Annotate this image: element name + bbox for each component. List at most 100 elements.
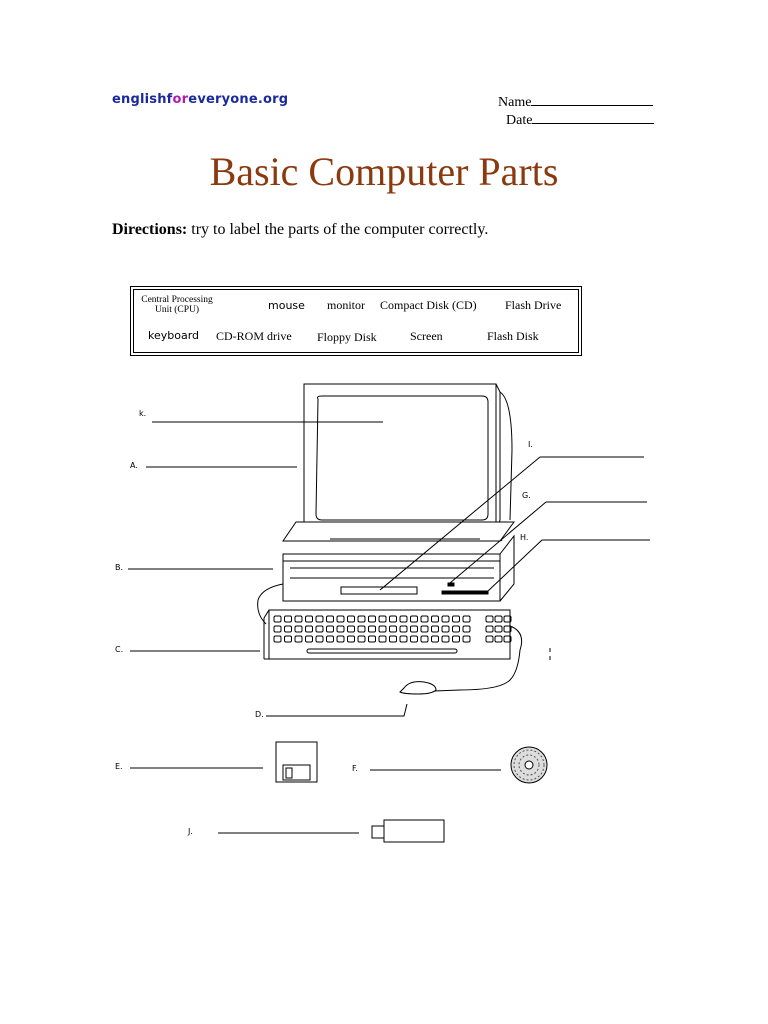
keyboard-key	[420, 635, 429, 643]
compact-disk-illustration	[510, 746, 548, 784]
keyboard-key	[336, 625, 345, 633]
keyboard-key	[389, 615, 397, 623]
word-monitor: monitor	[327, 298, 365, 312]
keyboard-key	[357, 615, 366, 623]
keyboard-key	[294, 615, 303, 623]
keyboard-key	[273, 625, 282, 633]
keyboard-key	[420, 625, 429, 633]
name-field[interactable]: Name	[498, 93, 654, 111]
keyboard-key	[347, 615, 355, 623]
keyboard-illustration	[263, 609, 512, 660]
label-h: H.	[520, 533, 529, 542]
keyboard-key	[368, 625, 376, 633]
label-j: J.	[188, 827, 193, 836]
date-field[interactable]: Date	[506, 111, 655, 129]
keyboard-key	[485, 625, 494, 633]
keyboard-key	[315, 635, 324, 643]
word-flash-disk: Flash Disk	[487, 329, 539, 343]
keyboard-key	[410, 615, 418, 623]
keyboard-key	[326, 615, 334, 623]
label-a: A.	[130, 461, 138, 470]
date-blank[interactable]	[532, 111, 655, 124]
keyboard-key	[294, 625, 303, 633]
keyboard-key	[410, 625, 418, 633]
date-label: Date	[506, 113, 533, 128]
keyboard-key	[336, 615, 345, 623]
keyboard-key	[378, 625, 387, 633]
keyboard-key	[378, 635, 387, 643]
keyboard-key	[284, 635, 292, 643]
keyboard-key	[431, 615, 439, 623]
keyboard-key	[273, 615, 282, 623]
keyboard-key	[452, 635, 460, 643]
cpu-illustration	[282, 521, 515, 602]
keyboard-key	[389, 625, 397, 633]
label-i: I.	[528, 440, 533, 449]
brand-text-part3: everyone.org	[188, 92, 289, 107]
keyboard-key	[368, 615, 376, 623]
brand-text-part1: englishf	[112, 92, 173, 107]
keyboard-key	[485, 615, 494, 623]
directions: Directions: try to label the parts of th…	[112, 221, 488, 239]
label-f: F.	[352, 764, 358, 773]
keyboard-key	[503, 625, 512, 633]
keyboard-key	[357, 625, 366, 633]
word-compact-disk: Compact Disk (CD)	[380, 298, 477, 312]
keyboard-key	[399, 615, 408, 623]
keyboard-key	[326, 625, 334, 633]
mouse-illustration	[399, 681, 437, 695]
keyboard-key	[503, 635, 512, 643]
keyboard-key	[431, 625, 439, 633]
keyboard-key	[347, 635, 355, 643]
word-flash-drive: Flash Drive	[505, 298, 562, 312]
word-floppy-disk: Floppy Disk	[317, 330, 377, 344]
keyboard-key	[357, 635, 366, 643]
keyboard-key	[294, 635, 303, 643]
word-screen: Screen	[410, 329, 443, 343]
label-b: B.	[115, 563, 124, 572]
label-d: D.	[255, 710, 264, 719]
keyboard-key	[441, 625, 450, 633]
label-e: E.	[115, 762, 123, 771]
brand-text-part2: or	[172, 92, 189, 107]
keyboard-key	[315, 615, 324, 623]
keyboard-key	[284, 615, 292, 623]
keyboard-key	[399, 635, 408, 643]
label-k: k.	[139, 409, 147, 418]
keyboard-key	[452, 625, 460, 633]
keyboard-key	[494, 615, 503, 623]
keyboard-key	[378, 615, 387, 623]
word-mouse: mouse	[268, 299, 305, 312]
keyboard-key	[462, 625, 471, 633]
keyboard-key	[284, 625, 292, 633]
keyboard-key	[305, 625, 313, 633]
label-c: C.	[115, 645, 124, 654]
name-blank[interactable]	[531, 93, 654, 106]
keyboard-key	[462, 635, 471, 643]
word-bank: Central Processing Unit (CPU) mouse moni…	[130, 286, 582, 356]
keyboard-key	[389, 635, 397, 643]
keyboard-key	[368, 635, 376, 643]
keyboard-key	[315, 625, 324, 633]
label-g: G.	[522, 491, 531, 500]
keyboard-key	[462, 615, 471, 623]
keyboard-key	[273, 635, 282, 643]
name-label: Name	[498, 95, 532, 110]
keyboard-key	[503, 615, 512, 623]
page-title: Basic Computer Parts	[209, 149, 559, 194]
keyboard-key	[410, 635, 418, 643]
keyboard-key	[336, 635, 345, 643]
keyboard-key	[431, 635, 439, 643]
directions-text: try to label the parts of the computer c…	[187, 221, 489, 238]
word-cpu: Central Processing Unit (CPU)	[141, 295, 213, 315]
computer-diagram	[128, 383, 650, 843]
keyboard-key	[485, 635, 494, 643]
brand-logo: englishforeveryone.org	[112, 92, 288, 107]
floppy-disk-illustration	[275, 741, 318, 783]
keyboard-key	[494, 625, 503, 633]
keyboard-key	[452, 615, 460, 623]
word-cd-rom-drive: CD-ROM drive	[216, 329, 292, 343]
keyboard-key	[441, 615, 450, 623]
keyboard-key	[441, 635, 450, 643]
keyboard-key	[305, 635, 313, 643]
